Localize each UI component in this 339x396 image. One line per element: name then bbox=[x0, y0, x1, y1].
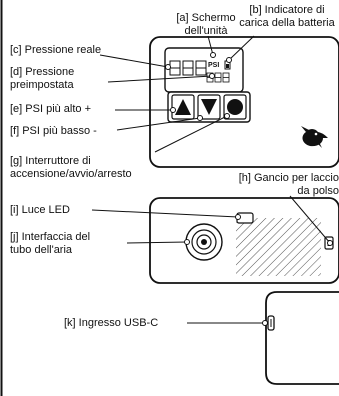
label-j-air-hose: [j] Interfaccia del tubo dell'aria bbox=[10, 231, 91, 256]
label-c-actual-pressure: [c] Pressione reale bbox=[10, 44, 102, 56]
label-k-usb-c: [k] Ingresso USB-C bbox=[64, 317, 159, 329]
triangle-down-icon bbox=[201, 99, 217, 115]
air-hose-interface bbox=[185, 223, 223, 261]
power-circle-icon bbox=[227, 99, 243, 115]
label-b-battery: [b] Indicatore di carica della batteria bbox=[239, 4, 335, 29]
unit-psi-text: PSI bbox=[208, 62, 219, 69]
label-d-preset-pressure: [d] Pressione preimpostata bbox=[10, 66, 75, 91]
vent-hatch-area bbox=[236, 218, 321, 276]
label-a-display: [a] Schermo dell'unità bbox=[176, 12, 236, 37]
triangle-up-icon bbox=[175, 99, 191, 115]
actual-pressure-digits bbox=[169, 60, 207, 76]
label-g-power-switch: [g] Interruttore di accensione/avvio/arr… bbox=[10, 155, 132, 180]
label-f-psi-down: [f] PSI più basso - bbox=[10, 125, 97, 137]
unit-display bbox=[164, 47, 244, 93]
label-i-led: [i] Luce LED bbox=[10, 204, 70, 216]
bird-logo-icon bbox=[301, 126, 328, 148]
side-leader-lines bbox=[91, 195, 333, 246]
front-leader-lines bbox=[99, 35, 255, 153]
front-view: PSI bbox=[149, 36, 339, 168]
label-h-wrist-hook: [h] Gancio per laccio da polso bbox=[238, 172, 339, 197]
device-end-body bbox=[265, 291, 339, 385]
label-e-psi-up: [e] PSI più alto + bbox=[10, 103, 92, 115]
usb-view bbox=[187, 291, 339, 385]
side-view bbox=[149, 197, 339, 284]
